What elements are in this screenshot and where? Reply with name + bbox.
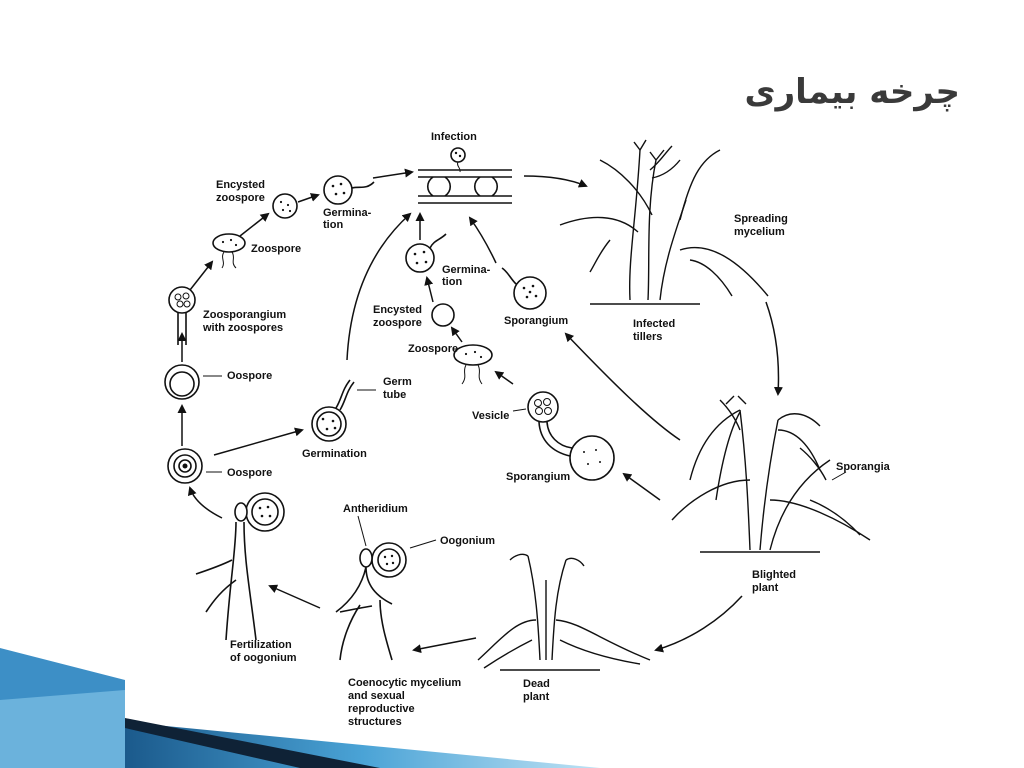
dead-plant bbox=[477, 553, 651, 671]
label-vesicle: Vesicle bbox=[472, 410, 509, 422]
leader-sporangia bbox=[831, 471, 847, 481]
encysted-zoospore-center bbox=[431, 303, 455, 327]
encysted-zoospore-cell bbox=[272, 193, 298, 219]
cycle-arrows bbox=[177, 168, 783, 654]
leader-oogonium bbox=[409, 539, 437, 549]
label-zoospore-center: Zoospore bbox=[408, 343, 458, 355]
label-germination-mid: Germination bbox=[302, 448, 367, 460]
blighted-plant bbox=[671, 395, 871, 553]
label-oogonium: Oogonium bbox=[440, 535, 495, 547]
vesicle-sporangium-cell bbox=[527, 391, 615, 481]
oospore-cell bbox=[167, 448, 203, 484]
leader-antheridium bbox=[357, 515, 367, 547]
label-sporangium-bottom: Sporangium bbox=[506, 471, 570, 483]
label-zoospore-top: Zoospore bbox=[251, 243, 301, 255]
label-germination-top: Germina-tion bbox=[323, 207, 372, 231]
label-oospore-top: Oospore bbox=[227, 370, 272, 382]
label-sporangium-top: Sporangium bbox=[504, 315, 568, 327]
germinating-zoospore-center bbox=[405, 233, 447, 273]
label-sporangia: Sporangia bbox=[836, 461, 891, 473]
germinating-oospore-cell bbox=[311, 379, 355, 442]
zoospore-cell-top bbox=[212, 233, 246, 269]
sporangium-cell-top bbox=[501, 267, 547, 310]
fertilization-structure bbox=[195, 492, 285, 641]
germinating-zoospore-cell bbox=[323, 175, 375, 205]
oospore-germinating bbox=[164, 364, 200, 400]
slide-title: چرخه بیماری bbox=[744, 72, 960, 112]
label-antheridium: Antheridium bbox=[343, 503, 408, 515]
label-germination-center: Germina-tion bbox=[442, 264, 491, 288]
infection-host-cells bbox=[418, 147, 512, 204]
label-oospore-bottom: Oospore bbox=[227, 467, 272, 479]
infected-tillers-plant bbox=[559, 139, 769, 305]
decorative-ribbon bbox=[0, 648, 600, 768]
zoospore-cell-center bbox=[453, 344, 493, 385]
label-infection: Infection bbox=[431, 131, 477, 143]
antheridium-oogonium-structure bbox=[335, 542, 407, 661]
leader-vesicle bbox=[512, 408, 527, 412]
label-coenocytic-mycelium: Coenocytic mycelium and sexual reproduct… bbox=[348, 677, 464, 728]
zoosporangium-cell bbox=[168, 286, 196, 345]
